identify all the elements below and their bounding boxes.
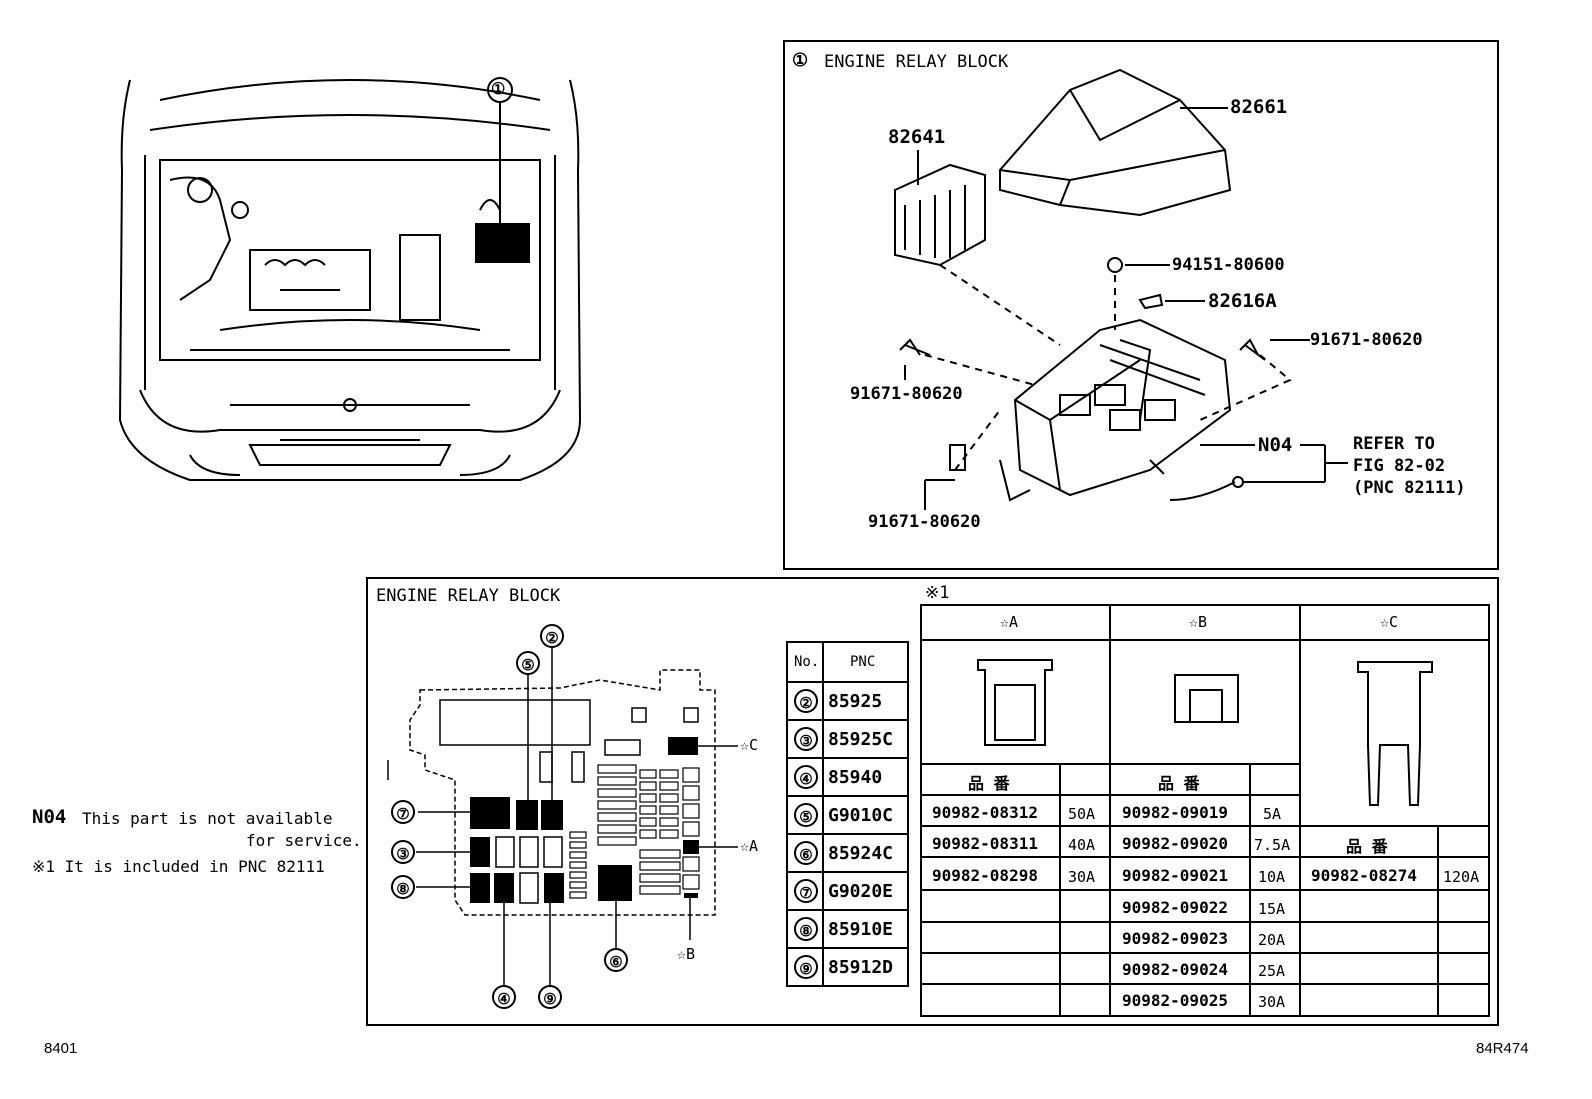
note-n04-code: N04: [32, 806, 67, 828]
fuse-header-b: ☆B: [1189, 613, 1208, 631]
fuse-a-amp: 30A: [1068, 868, 1096, 886]
fuse-b-amp: 10A: [1258, 868, 1286, 886]
fuse-table: [920, 604, 1490, 1017]
fuse-b-part: 90982-09025: [1122, 991, 1228, 1010]
refer-line-2: FIG 82-02: [1353, 456, 1446, 476]
part-82661: 82661: [1230, 96, 1288, 118]
fuse-b-part: 90982-09021: [1122, 866, 1228, 885]
part-94151-80600: 94151-80600: [1172, 255, 1285, 275]
exploded-view-panel: [783, 40, 1499, 570]
fuse-header-c: ☆C: [1380, 613, 1399, 631]
callout-1-title: ①: [792, 50, 809, 71]
part-91671-80620-bottom: 91671-80620: [868, 512, 981, 532]
star-a-label: ☆A: [740, 837, 759, 855]
fuse-b-part: 90982-09024: [1122, 960, 1228, 979]
part-82641: 82641: [888, 126, 946, 148]
fuse-b-part: 90982-09019: [1122, 803, 1228, 822]
callout-8: ⑧: [391, 875, 419, 899]
callout-4: ④: [492, 985, 520, 1009]
fuse-b-amp: 20A: [1258, 931, 1286, 949]
engine-bay-illustration: [118, 77, 582, 481]
relay-layout-panel: [366, 577, 1499, 1026]
fuse-a-part: 90982-08312: [932, 803, 1038, 822]
fuse-a-part: 90982-08298: [932, 866, 1038, 885]
fuse-b-amp: 25A: [1258, 962, 1286, 980]
exploded-panel-title: ENGINE RELAY BLOCK: [824, 52, 1009, 72]
note-1-text: ※1 It is included in PNC 82111: [32, 857, 325, 876]
note-n04-text-2: for service.: [246, 831, 362, 850]
refer-line-1: REFER TO: [1353, 434, 1435, 454]
fuse-a-amp: 40A: [1068, 836, 1096, 854]
fuse-b-amp: 7.5A: [1254, 836, 1291, 854]
fuse-a-amp: 50A: [1068, 805, 1096, 823]
figure-code: 8401: [44, 1040, 78, 1057]
note-n04-text-1: This part is not available: [82, 809, 333, 828]
fuse-b-part: 90982-09020: [1122, 834, 1228, 853]
fuse-b-part: 90982-09023: [1122, 929, 1228, 948]
part-n04: N04: [1258, 434, 1293, 456]
part-no-label-c: 品 番: [1346, 837, 1388, 856]
fuse-c-part: 90982-08274: [1311, 866, 1417, 885]
callout-6: ⑥: [604, 948, 632, 972]
fuse-c-amp: 120A: [1443, 868, 1480, 886]
note-mark-1: ※1: [925, 583, 950, 603]
callout-5: ⑤: [516, 651, 544, 675]
callout-7: ⑦: [391, 800, 419, 824]
fuse-header-a: ☆A: [1000, 613, 1019, 631]
fuse-b-amp: 5A: [1263, 805, 1282, 823]
star-c-label: ☆C: [740, 736, 759, 754]
refer-line-3: (PNC 82111): [1353, 478, 1466, 498]
part-82616a: 82616A: [1208, 290, 1277, 312]
part-no-label-a: 品 番: [968, 774, 1010, 793]
callout-1-engine: ①: [491, 79, 506, 98]
drawing-code: 84R474: [1476, 1040, 1529, 1057]
part-no-label-b: 品 番: [1158, 774, 1200, 793]
fuse-b-amp: 15A: [1258, 900, 1286, 918]
part-91671-80620-right: 91671-80620: [1310, 330, 1423, 350]
fuse-b-part: 90982-09022: [1122, 898, 1228, 917]
callout-2: ②: [540, 624, 568, 648]
callout-9: ⑨: [538, 985, 566, 1009]
part-91671-80620-left: 91671-80620: [850, 384, 963, 404]
fuse-b-amp: 30A: [1258, 993, 1286, 1011]
relay-layout-title: ENGINE RELAY BLOCK: [376, 586, 561, 606]
callout-3: ③: [391, 840, 419, 864]
pnc-table-header: No. PNC: [786, 641, 909, 683]
star-b-label: ☆B: [677, 945, 696, 963]
fuse-a-part: 90982-08311: [932, 834, 1038, 853]
